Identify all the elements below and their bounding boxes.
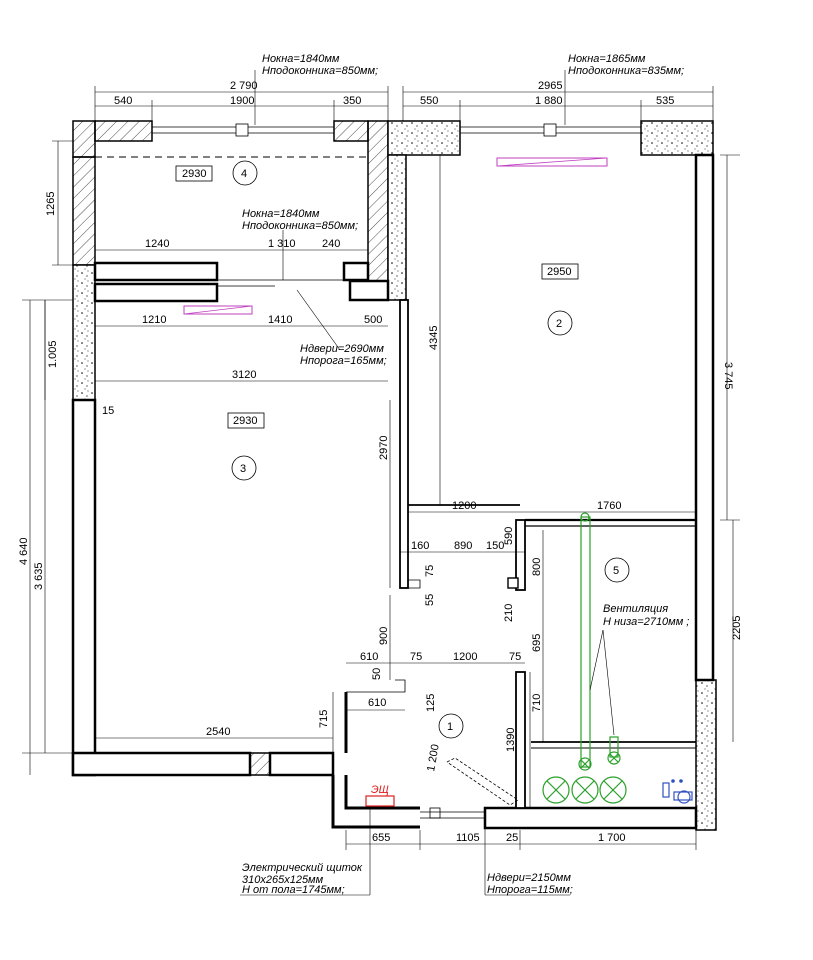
dim-2790: 2 790	[230, 80, 258, 92]
window-left-height: Hокна=1840мм	[262, 53, 340, 65]
room-4-number: 4	[241, 168, 247, 180]
ventilation-ducts	[542, 512, 627, 804]
dim-1410: 1410	[268, 314, 292, 326]
dim-1200-c: 1 200	[425, 743, 442, 772]
dim-1210: 1210	[142, 314, 166, 326]
dim-1700: 1 700	[598, 832, 626, 844]
dim-150: 150	[486, 540, 504, 552]
room-2-height: 2950	[547, 266, 571, 278]
inner-window-sill: Hподоконника=850мм;	[242, 220, 358, 232]
electric-panel-title: Электрический щиток	[242, 862, 363, 874]
electric-panel-icon	[365, 795, 395, 807]
room-1: 1	[438, 713, 464, 739]
entrance-door-height: Hдвери=2150мм	[487, 872, 571, 884]
dim-2965: 2965	[538, 80, 562, 92]
room-4: 2930 4	[175, 160, 258, 186]
windows	[95, 123, 641, 287]
dim-550: 550	[420, 95, 438, 107]
dim-3120: 3120	[232, 369, 256, 381]
dim-1265: 1265	[45, 192, 57, 216]
dim-1240: 1240	[145, 238, 169, 250]
entrance-door-threshold: Hпорога=115мм;	[487, 884, 573, 896]
dim-655: 655	[372, 832, 390, 844]
dim-1760: 1760	[597, 500, 621, 512]
dim-900: 900	[378, 627, 390, 645]
dim-125: 125	[425, 694, 437, 712]
room-3-number: 3	[240, 463, 246, 475]
dim-2970: 2970	[378, 436, 390, 460]
room-2-number: 2	[556, 318, 562, 330]
electric-panel-size: 310x265x125мм	[242, 874, 324, 886]
dim-800: 800	[531, 558, 543, 576]
window-right-height: Hокна=1865мм	[568, 53, 646, 65]
dim-1200-a: 1200	[452, 500, 476, 512]
dim-710: 710	[531, 694, 543, 712]
radiator-room3	[183, 305, 253, 315]
dim-160: 160	[411, 540, 429, 552]
water-meter-icon	[662, 779, 693, 804]
dim-210: 210	[503, 604, 515, 622]
inner-door-threshold: Hпорога=165мм;	[300, 355, 387, 367]
dim-3745: 3 745	[722, 362, 734, 390]
dim-500: 500	[364, 314, 382, 326]
dim-2205: 2205	[731, 616, 743, 640]
entrance-door	[420, 757, 519, 819]
dim-1390: 1390	[505, 728, 517, 752]
dim-1900: 1900	[230, 95, 254, 107]
dim-610-a: 610	[360, 651, 378, 663]
dim-55: 55	[424, 594, 436, 606]
dim-590: 590	[503, 527, 515, 545]
room-1-number: 1	[447, 721, 453, 733]
walls	[71, 120, 717, 831]
room-3: 2930 3	[227, 412, 265, 481]
dim-890: 890	[454, 540, 472, 552]
window-right-sill: Hподоконника=835мм;	[568, 65, 684, 77]
dim-240: 240	[322, 238, 340, 250]
dim-1200-b: 1200	[453, 651, 477, 663]
room-5-number: 5	[613, 565, 619, 577]
dim-1105: 1105	[456, 832, 480, 844]
dim-1880: 1 880	[535, 95, 563, 107]
electric-panel-height: H от пола=1745мм;	[242, 884, 345, 896]
dim-695: 695	[531, 634, 543, 652]
inner-window-height: Hокна=1840мм	[242, 208, 320, 220]
dim-1005: 1.005	[47, 340, 59, 368]
dim-75-a: 75	[424, 565, 436, 577]
dim-25: 25	[506, 832, 518, 844]
dim-50: 50	[371, 668, 383, 680]
dim-540: 540	[114, 95, 132, 107]
dim-3635: 3 635	[33, 562, 45, 590]
dimension-lines	[22, 70, 740, 896]
inner-door-height: Hдвери=2690мм	[300, 343, 384, 355]
dim-535: 535	[656, 95, 674, 107]
dim-4640: 4 640	[18, 537, 30, 565]
room-2: 2950 2	[541, 263, 579, 336]
electric-panel-tag: ЭЩ	[371, 784, 389, 796]
dim-610-b: 610	[368, 697, 386, 709]
dim-1310: 1 310	[268, 238, 296, 250]
ventilation-label: Вентиляция	[603, 603, 668, 615]
dim-75-b: 75	[410, 651, 422, 663]
room-3-height: 2930	[233, 415, 257, 427]
dim-75-c: 75	[509, 651, 521, 663]
room-5: 5	[604, 557, 630, 583]
dim-2540: 2540	[206, 726, 230, 738]
dim-4345: 4345	[428, 326, 440, 350]
dim-715: 715	[318, 710, 330, 728]
dim-350: 350	[343, 95, 361, 107]
radiator-room2	[496, 157, 608, 167]
window-left-sill: Hподоконника=850мм;	[262, 65, 378, 77]
ventilation-height: H низа=2710мм ;	[603, 616, 689, 628]
dim-15: 15	[102, 405, 114, 417]
room-4-height: 2930	[182, 168, 206, 180]
